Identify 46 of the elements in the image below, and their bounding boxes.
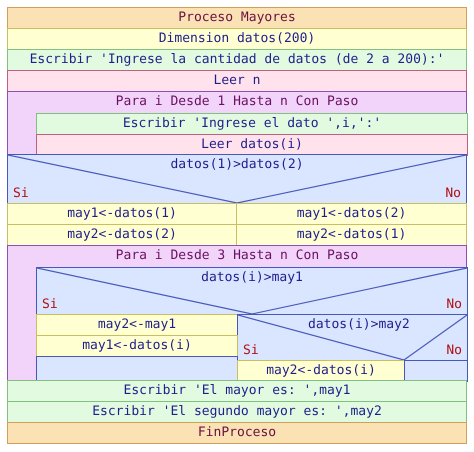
- branch-label: Si: [13, 187, 29, 201]
- statement-text: may1<-datos(2): [296, 206, 408, 222]
- statement-text: Escribir 'Ingrese la cantidad de datos (de 2 a 200):': [28, 52, 446, 68]
- statement-text: Proceso Mayores: [177, 10, 297, 26]
- statement-text: may1<-datos(1): [66, 206, 178, 222]
- branch-label: Si: [42, 298, 58, 312]
- statement-text: may2<-datos(1): [296, 227, 408, 243]
- assignment-box: [36, 335, 238, 357]
- loop-block: [7, 245, 467, 381]
- output-box: [36, 113, 468, 135]
- input-box: [36, 134, 468, 156]
- output-box: [7, 380, 467, 402]
- branch-label: No: [445, 187, 461, 201]
- statement-text: Escribir 'Ingrese el dato ',i,':': [122, 116, 382, 132]
- condition-text: datos(i)>may1: [200, 270, 304, 286]
- statement-text: Leer n: [212, 73, 262, 89]
- statement-box: [7, 28, 467, 50]
- statement-text: Leer datos(i): [200, 137, 304, 153]
- assignment-box: [236, 203, 467, 225]
- assignment-box: [7, 224, 237, 246]
- assignment-box: [36, 314, 238, 336]
- statement-text: may2<-datos(2): [66, 227, 178, 243]
- input-box: [7, 70, 467, 92]
- condition-text: datos(i)>may2: [308, 317, 410, 333]
- assignment-box: [236, 224, 467, 246]
- loop-block: [7, 91, 467, 156]
- condition-text: datos(1)>datos(2): [169, 157, 305, 173]
- branch-label: No: [446, 298, 462, 312]
- branch-label: Si: [243, 344, 259, 358]
- process-bar: [7, 422, 467, 444]
- assignment-box: [237, 360, 405, 382]
- statement-text: may2<-datos(i): [265, 363, 377, 379]
- statement-text: Escribir 'El segundo mayor es: ',may2: [91, 404, 383, 420]
- statement-text: may2<-may1: [96, 317, 178, 333]
- statement-text: Escribir 'El mayor es: ',may1: [122, 383, 352, 399]
- statement-text: FinProceso: [196, 425, 278, 441]
- statement-text: Dimension datos(200): [158, 31, 316, 47]
- assignment-box: [7, 203, 237, 225]
- statement-text: may1<-datos(i): [81, 338, 193, 354]
- process-bar: [7, 7, 467, 29]
- branch-label: No: [446, 344, 462, 358]
- output-box: [7, 401, 467, 423]
- output-box: [7, 49, 467, 71]
- loop-header-text: Para i Desde 1 Hasta n Con Paso: [114, 94, 360, 110]
- loop-header-text: Para i Desde 3 Hasta n Con Paso: [114, 248, 360, 264]
- empty-branch: [36, 356, 238, 382]
